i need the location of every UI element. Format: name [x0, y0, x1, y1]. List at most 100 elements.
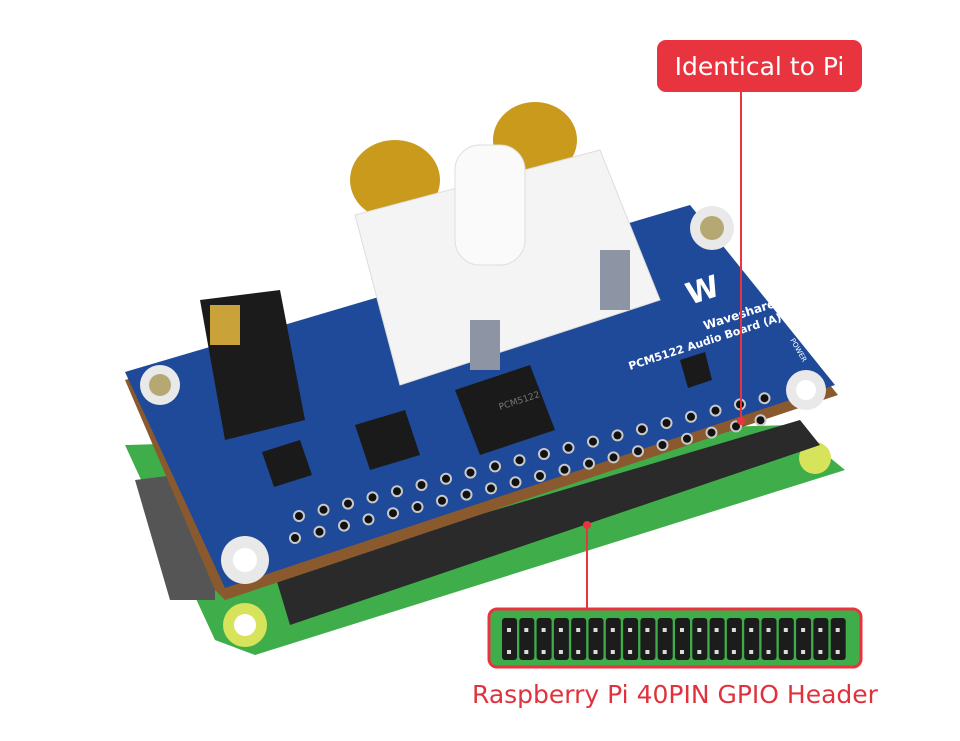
header-pin — [801, 628, 806, 632]
header-pin — [610, 628, 615, 632]
header-pin-pair — [605, 618, 621, 660]
pin-hole — [313, 525, 326, 538]
pin-hole — [705, 426, 718, 439]
header-pin — [662, 628, 667, 632]
header-pin-pair — [675, 618, 690, 660]
header-pin — [680, 628, 684, 632]
header-pin — [783, 650, 788, 654]
gpio-header-inset — [487, 607, 863, 669]
pin-hole — [632, 445, 644, 458]
pin-hole — [513, 454, 526, 467]
pin-hole — [366, 491, 379, 504]
header-pin-pair — [536, 618, 552, 660]
header-pin-pair — [588, 618, 604, 660]
callout-gpio-header-label: Raspberry Pi 40PIN GPIO Header — [472, 680, 878, 709]
header-pin-pair — [571, 618, 587, 660]
header-pin — [714, 628, 719, 632]
header-pin — [749, 628, 754, 632]
header-pin-pair — [830, 618, 846, 660]
pi-mount-hole — [799, 442, 831, 474]
callout-identical-to-pi: Identical to Pi — [657, 40, 862, 92]
pin-hole — [587, 435, 599, 448]
header-pin — [593, 650, 598, 654]
pi-mount-hole-center — [234, 614, 256, 636]
pin-hole — [562, 441, 575, 454]
header-pin — [524, 650, 529, 654]
header-pin-pair — [657, 618, 673, 660]
header-pin — [680, 650, 684, 654]
gpio-header-block — [275, 420, 820, 625]
header-pin-pair — [744, 618, 760, 660]
header-pin-pair — [813, 618, 829, 660]
header-pin — [628, 650, 633, 654]
mount-hole-center — [233, 548, 257, 572]
pin-hole — [709, 404, 722, 417]
header-pin — [576, 650, 581, 654]
pin-hole — [317, 503, 330, 516]
callout-dot-bottom — [583, 521, 591, 529]
pin-hole — [656, 439, 669, 451]
header-pin — [835, 650, 840, 654]
rca-pin — [470, 320, 500, 370]
pin-hole — [607, 451, 620, 464]
callout-dot-top — [737, 417, 745, 425]
header-pin — [731, 628, 736, 632]
pin-hole — [338, 519, 350, 532]
pin-hole — [685, 410, 697, 423]
chip — [355, 410, 420, 470]
rca-latch — [454, 144, 526, 266]
pin-hole — [342, 497, 354, 510]
header-pin-pair — [519, 618, 535, 660]
header-pin-pair — [692, 618, 708, 660]
header-pin — [731, 650, 736, 654]
chip — [680, 352, 712, 388]
header-pin — [628, 628, 633, 632]
header-pin-pair — [640, 618, 656, 660]
header-pin-pair — [796, 618, 812, 660]
pin-hole — [636, 423, 648, 436]
header-pin-pair — [623, 618, 639, 660]
pin-hole — [558, 463, 571, 476]
header-pin-pair — [709, 618, 725, 660]
header-pin — [558, 628, 563, 632]
header-pin-pair — [726, 618, 742, 660]
pin-hole — [758, 392, 771, 405]
header-pin — [697, 628, 702, 632]
rca-pin — [600, 250, 630, 310]
header-pin — [818, 628, 823, 632]
header-pin — [507, 650, 511, 654]
header-pin-pair — [502, 618, 517, 660]
pin-hole — [464, 466, 477, 479]
pin-hole — [534, 470, 546, 482]
header-pin — [766, 628, 771, 632]
pin-hole — [754, 414, 767, 427]
header-pin — [645, 650, 650, 654]
pin-hole — [440, 472, 452, 485]
dac-chip — [455, 365, 555, 455]
header-pin — [818, 650, 823, 654]
pin-hole — [391, 485, 403, 498]
header-pin-pair — [553, 618, 569, 660]
pin-hole — [415, 479, 428, 491]
pin-hole — [293, 510, 305, 522]
header-pin — [576, 628, 581, 632]
pin-hole — [411, 501, 424, 513]
pin-hole — [509, 476, 522, 489]
mount-hole-center — [796, 380, 816, 400]
pin-hole — [660, 417, 673, 429]
header-pin — [610, 650, 615, 654]
header-pin — [507, 628, 511, 632]
header-pin — [749, 650, 754, 654]
header-pin — [541, 628, 546, 632]
header-pin — [714, 650, 719, 654]
header-pin — [662, 650, 667, 654]
header-pin — [697, 650, 702, 654]
header-pin — [783, 628, 788, 632]
header-pin — [835, 628, 840, 632]
pin-hole — [583, 457, 595, 470]
header-pin — [801, 650, 806, 654]
pin-hole — [681, 432, 693, 445]
pin-hole — [460, 488, 473, 501]
pin-hole — [611, 429, 624, 442]
